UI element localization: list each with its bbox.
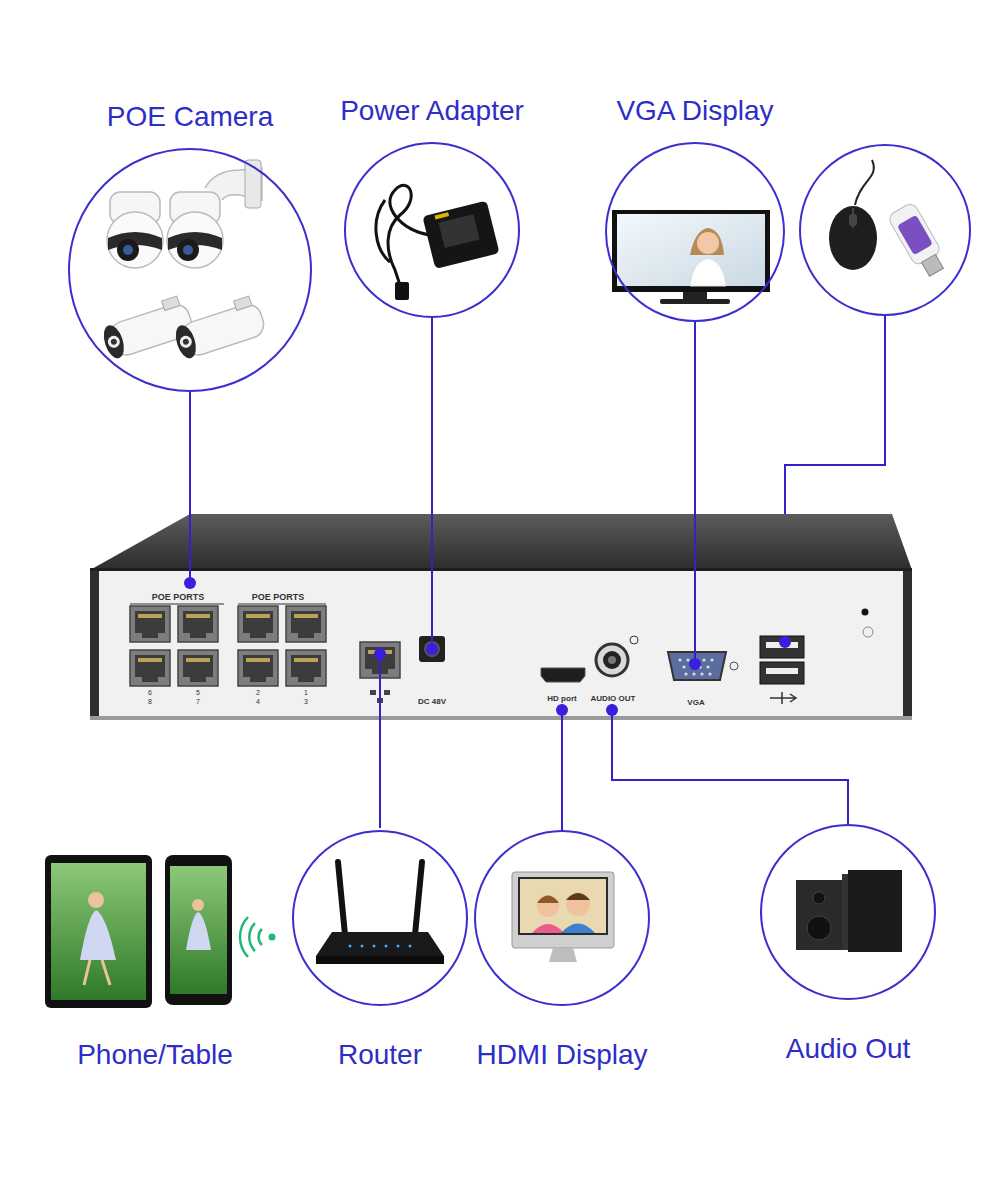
ptz-camera bbox=[107, 160, 262, 268]
port-box: POE PORTS POE PORTS bbox=[124, 580, 326, 688]
port-label: VGA bbox=[687, 698, 704, 708]
circle-outline bbox=[760, 824, 936, 1000]
device-label: POE Camera bbox=[107, 100, 274, 134]
circle-outline bbox=[68, 148, 312, 392]
device-circle: VGA Display bbox=[605, 94, 785, 322]
connector-line bbox=[611, 704, 613, 710]
connector-line bbox=[694, 646, 696, 664]
device-label: Router bbox=[338, 1038, 422, 1072]
circle-outline bbox=[800, 145, 970, 315]
device-circle: HDMI Display bbox=[470, 830, 653, 1072]
connector-line bbox=[431, 318, 433, 634]
connector-line bbox=[189, 580, 191, 583]
nvr-recorder bbox=[90, 514, 912, 720]
port-label: HD port bbox=[547, 694, 576, 704]
port-label: POE PORTS bbox=[152, 592, 205, 603]
device-circle: Audio Out bbox=[760, 824, 936, 1066]
port-box: VGA bbox=[664, 646, 728, 708]
vga-monitor bbox=[612, 210, 770, 304]
device-circle: Router bbox=[292, 830, 468, 1072]
tablet-and-phone bbox=[45, 855, 276, 1008]
mouse-and-usb bbox=[829, 160, 949, 280]
router bbox=[316, 862, 444, 964]
device-label: Phone/Table bbox=[77, 1038, 233, 1072]
port-number: 5 bbox=[196, 689, 200, 697]
speakers bbox=[796, 870, 902, 952]
device-label: HDMI Display bbox=[476, 1038, 647, 1072]
connector-dot bbox=[779, 636, 791, 648]
device-circle: POE Camera bbox=[68, 100, 312, 392]
connector-line bbox=[431, 634, 433, 649]
connector-line bbox=[561, 704, 563, 710]
device-label: Audio Out bbox=[786, 1032, 911, 1066]
port-number: 4 bbox=[256, 698, 260, 706]
port-number: 8 bbox=[148, 698, 152, 706]
connector-line bbox=[612, 704, 848, 824]
port-number: 1 bbox=[304, 689, 308, 697]
bullet-camera bbox=[98, 294, 267, 360]
device-label: VGA Display bbox=[616, 94, 773, 128]
connector-dot bbox=[184, 577, 196, 589]
power-adapter bbox=[376, 185, 500, 300]
leader-line bbox=[379, 654, 381, 828]
port-box: HD port bbox=[534, 654, 590, 704]
connector-line bbox=[694, 322, 696, 646]
port-box: DC 48V bbox=[410, 634, 454, 708]
connector-line bbox=[189, 392, 191, 580]
connector-dot bbox=[606, 704, 618, 716]
port-label: AUDIO OUT bbox=[591, 694, 636, 704]
port-number: 2 bbox=[256, 689, 260, 697]
device-label: Power Adapter bbox=[340, 94, 524, 128]
port-label: POE PORTS bbox=[252, 592, 305, 603]
port-number: 7 bbox=[196, 698, 200, 706]
port-label: DC 48V bbox=[418, 697, 446, 707]
connector-dot bbox=[556, 704, 568, 716]
port-box: AUDIO OUT bbox=[589, 640, 638, 704]
connector-dot bbox=[374, 648, 386, 660]
connector-line bbox=[561, 704, 563, 830]
circle-outline bbox=[344, 142, 520, 318]
circle-outline bbox=[474, 830, 650, 1006]
device-circle: Power Adapter bbox=[334, 94, 530, 318]
port-number: 6 bbox=[148, 689, 152, 697]
circle-outline bbox=[605, 142, 785, 322]
circle-outline bbox=[292, 830, 468, 1006]
hdmi-monitor bbox=[512, 872, 614, 962]
port-number: 3 bbox=[304, 698, 308, 706]
